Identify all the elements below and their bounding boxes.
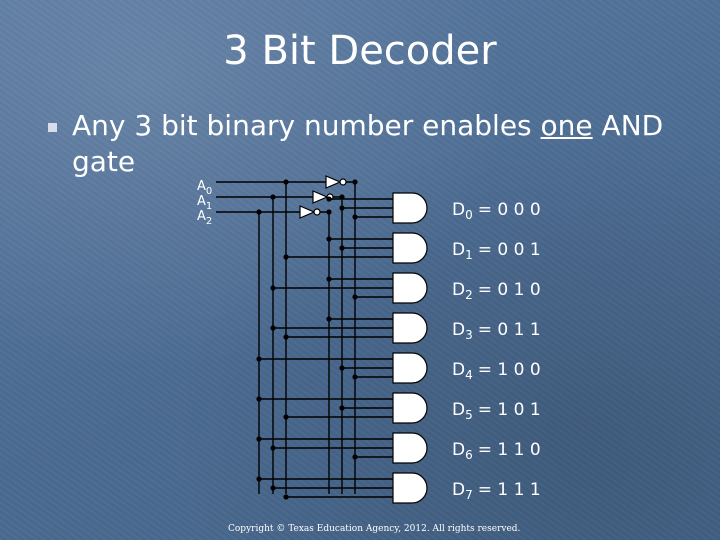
- gate-6-tap-1: [270, 445, 276, 451]
- and-gate-3: [392, 312, 428, 344]
- output-label-4: D4= 1 0 0: [452, 360, 541, 382]
- bullet-emphasis: one: [540, 109, 593, 142]
- output-value-7: = 1 1 1: [478, 480, 541, 500]
- output-sub-3: 3: [465, 328, 473, 342]
- output-label-7: D7= 1 1 1: [452, 480, 541, 502]
- gate-2-tap-1: [270, 285, 276, 291]
- inverter-bubble-0: [339, 178, 347, 186]
- output-value-2: = 0 1 0: [478, 280, 541, 300]
- bullet-text: Any 3 bit binary number enables one AND …: [72, 108, 682, 180]
- gate-3-tap-0: [326, 316, 332, 322]
- gate-5-tap-1: [339, 405, 345, 411]
- inverter-1: [312, 190, 329, 204]
- output-label-5: D5= 1 0 1: [452, 400, 541, 422]
- and-gate-1: [392, 232, 428, 264]
- inverter-0: [325, 175, 342, 189]
- output-sub-7: 7: [465, 488, 473, 502]
- gate-4-tap-1: [339, 365, 345, 371]
- gate-5-tap-2: [283, 414, 289, 420]
- input-label-sub-2: 2: [206, 216, 212, 227]
- output-label-1: D1= 0 0 1: [452, 240, 541, 262]
- inverter-2: [299, 205, 316, 219]
- gate-3-tap-2: [283, 334, 289, 340]
- and-gate-6: [392, 432, 428, 464]
- input-label-sub-0: 0: [206, 186, 212, 197]
- output-label-3: D3= 0 1 1: [452, 320, 541, 342]
- gate-7-tap-0: [256, 476, 262, 482]
- gate-1-tap-2: [283, 254, 289, 260]
- output-sub-2: 2: [465, 288, 473, 302]
- gate-2-tap-2: [352, 294, 358, 300]
- and-gate-5: [392, 392, 428, 424]
- output-value-3: = 0 1 1: [478, 320, 541, 340]
- output-sub-0: 0: [465, 208, 473, 222]
- and-gate-0: [392, 192, 428, 224]
- gate-4-tap-0: [256, 356, 262, 362]
- gate-1-tap-0: [326, 236, 332, 242]
- gate-5-tap-0: [256, 396, 262, 402]
- and-gate-2: [392, 272, 428, 304]
- output-sub-6: 6: [465, 448, 473, 462]
- output-sub-1: 1: [465, 248, 473, 262]
- gate-6-tap-0: [256, 436, 262, 442]
- output-value-0: = 0 0 0: [478, 200, 541, 220]
- gate-2-tap-0: [326, 276, 332, 282]
- copyright-notice: Copyright © Texas Education Agency, 2012…: [228, 524, 521, 534]
- output-sub-5: 5: [465, 408, 473, 422]
- gate-7-tap-2: [283, 494, 289, 500]
- output-value-1: = 0 0 1: [478, 240, 541, 260]
- gate-4-tap-2: [352, 374, 358, 380]
- gate-0-tap-1: [339, 205, 345, 211]
- bullet-text-after: AND gate: [72, 109, 664, 178]
- gate-6-tap-2: [352, 454, 358, 460]
- gate-7-tap-1: [270, 485, 276, 491]
- bullet-marker: [48, 123, 57, 132]
- gate-0-tap-0: [326, 196, 332, 202]
- inverter-bubble-2: [313, 208, 321, 216]
- bullet-text-before: Any 3 bit binary number enables: [72, 109, 541, 142]
- input-label-sub-1: 1: [206, 201, 212, 212]
- and-gate-7: [392, 472, 428, 504]
- output-value-6: = 1 1 0: [478, 440, 541, 460]
- output-value-4: = 1 0 0: [478, 360, 541, 380]
- output-value-5: = 1 0 1: [478, 400, 541, 420]
- output-label-2: D2= 0 1 0: [452, 280, 541, 302]
- output-label-6: D6= 1 1 0: [452, 440, 541, 462]
- gate-1-tap-1: [339, 245, 345, 251]
- gate-3-tap-1: [270, 325, 276, 331]
- output-sub-4: 4: [465, 368, 473, 382]
- output-label-0: D0= 0 0 0: [452, 200, 541, 222]
- and-gate-4: [392, 352, 428, 384]
- gate-0-tap-2: [352, 214, 358, 220]
- slide-title: 3 Bit Decoder: [223, 28, 497, 74]
